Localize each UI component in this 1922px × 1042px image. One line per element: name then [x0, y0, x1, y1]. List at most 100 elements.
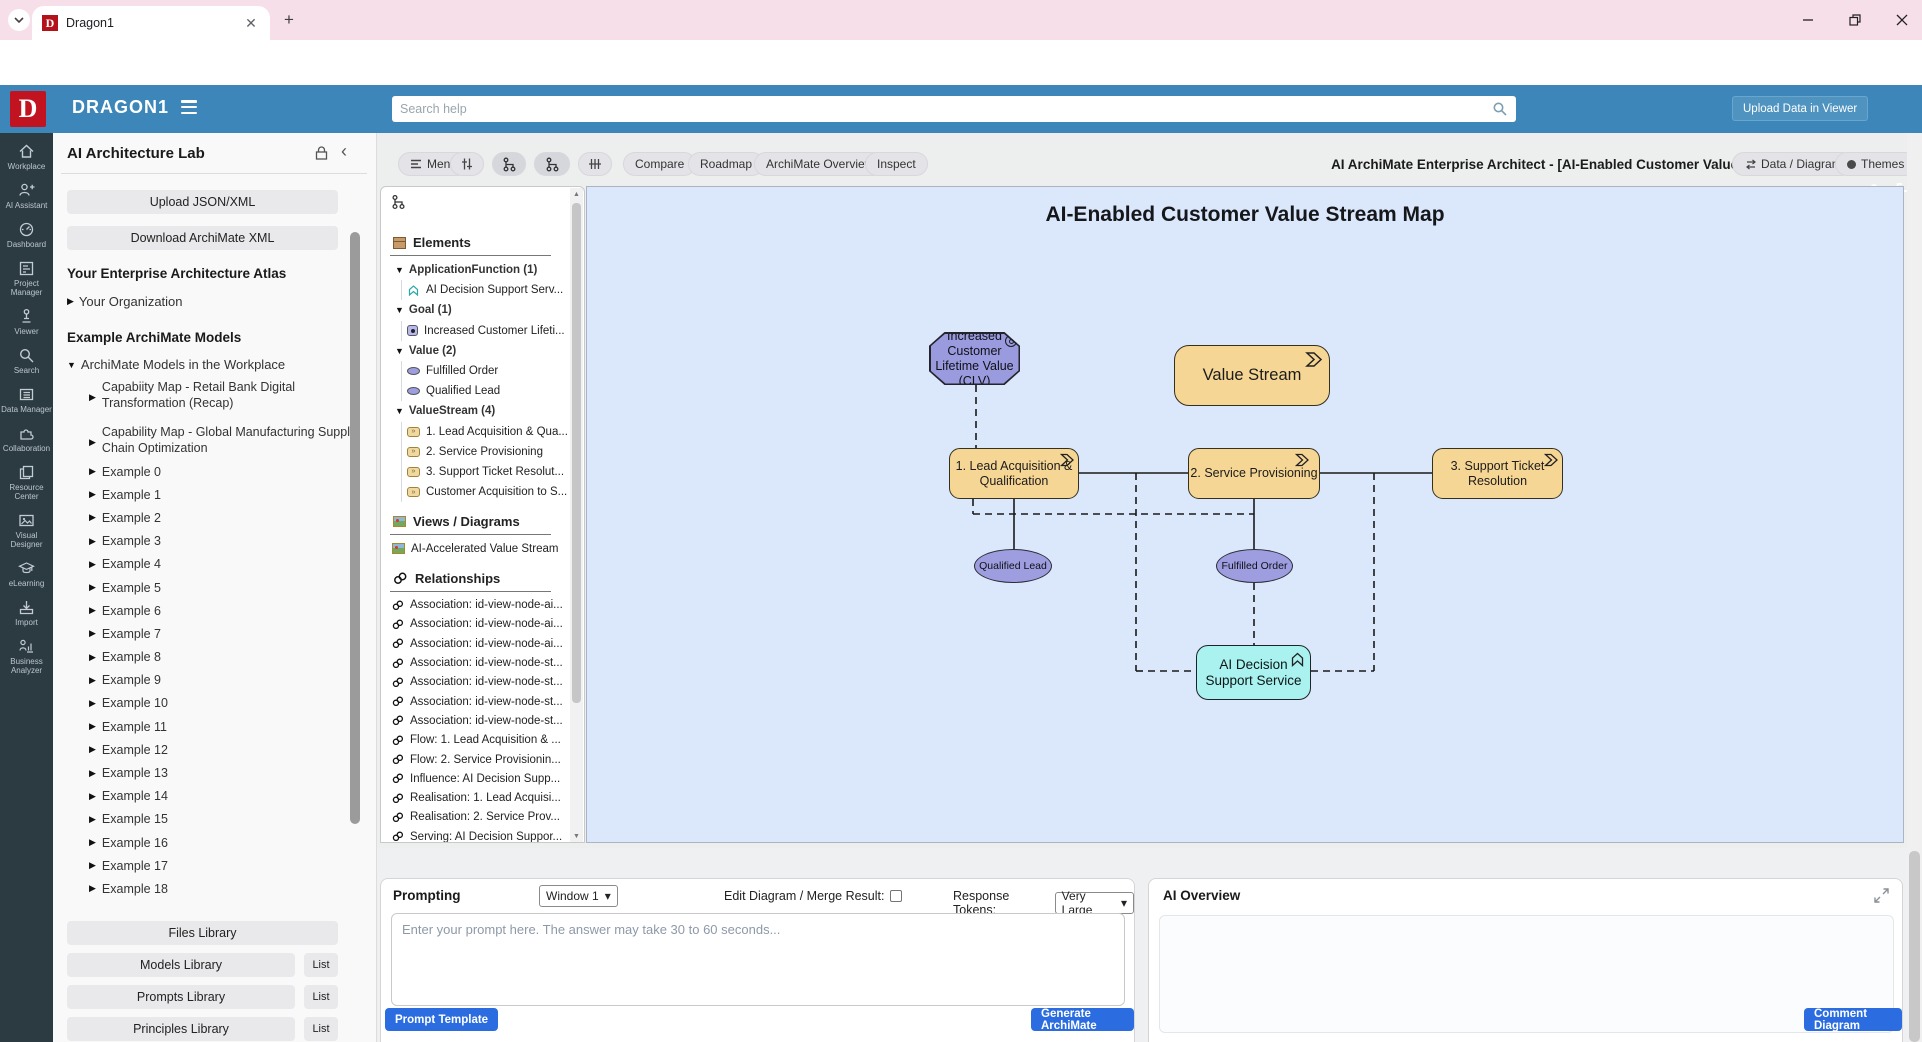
generate-archimate-button[interactable]: Generate ArchiMate: [1031, 1008, 1134, 1032]
example-model-item[interactable]: ▶Example 12: [89, 742, 168, 757]
relationship-item[interactable]: Association: id-view-node-st...: [381, 692, 573, 711]
vs1-node[interactable]: 1. Lead Acquisition & Qualification: [949, 448, 1079, 499]
help-search-input[interactable]: [400, 102, 1492, 116]
tree-item[interactable]: Increased Customer Lifeti...: [402, 321, 573, 341]
window-close-button[interactable]: [1890, 8, 1914, 32]
rail-item-workplace[interactable]: Workplace: [0, 143, 53, 171]
group-value[interactable]: ▼Value (2): [395, 344, 457, 357]
diagram-canvas[interactable]: AI-Enabled Customer Value Stream Map Inc…: [586, 186, 1904, 843]
lock-icon[interactable]: [315, 146, 328, 160]
explorer-tree-mode-icon[interactable]: [391, 194, 406, 210]
relationship-item[interactable]: Realisation: 2. Service Prov...: [381, 808, 573, 827]
capability-map-item[interactable]: ▶Capabiity Map - Retail Bank Digital Tra…: [89, 380, 296, 410]
window-restore-button[interactable]: [1843, 8, 1867, 32]
example-model-item[interactable]: ▶Example 9: [89, 673, 161, 688]
fulfilled-order-node[interactable]: Fulfilled Order: [1216, 549, 1293, 583]
data-diagram-toggle[interactable]: Data / Diagram: [1732, 152, 1854, 176]
rail-item-import[interactable]: Import: [0, 599, 53, 627]
page-scrollbar-thumb[interactable]: [1909, 851, 1920, 1042]
vs3-node[interactable]: 3. Support Ticket Resolution: [1432, 448, 1563, 499]
rail-item-elearning[interactable]: eLearning: [0, 560, 53, 588]
tree-item[interactable]: »1. Lead Acquisition & Qua...: [402, 422, 573, 442]
layout-tree-alt-button[interactable]: [534, 152, 570, 176]
models-list-button[interactable]: List: [304, 953, 338, 977]
tree-item[interactable]: AI Decision Support Serv...: [402, 280, 573, 300]
relationship-item[interactable]: Association: id-view-node-ai...: [381, 615, 573, 634]
explorer-scrollbar[interactable]: ▲ ▼: [570, 188, 583, 842]
your-organization-item[interactable]: ▶Your Organization: [67, 294, 183, 309]
tab-search-chevron-icon[interactable]: [8, 9, 30, 31]
group-valuestream[interactable]: ▼ValueStream (4): [395, 405, 496, 418]
example-model-item[interactable]: ▶Example 7: [89, 626, 161, 641]
rail-item-ai-assistant[interactable]: AI Assistant: [0, 182, 53, 210]
relationship-item[interactable]: Association: id-view-node-ai...: [381, 596, 573, 615]
scroll-down-icon[interactable]: ▼: [573, 833, 580, 840]
group-applicationfunction[interactable]: ▼ApplicationFunction (1): [395, 264, 538, 277]
example-model-item[interactable]: ▶Example 13: [89, 766, 168, 781]
prompts-library-button[interactable]: Prompts Library: [67, 985, 295, 1009]
group-goal[interactable]: ▼Goal (1): [395, 304, 452, 317]
example-model-item[interactable]: ▶Example 2: [89, 510, 161, 525]
collapse-triangle-icon[interactable]: ▼: [67, 359, 76, 370]
expand-panel-icon[interactable]: [1873, 887, 1890, 904]
tree-item[interactable]: Qualified Lead: [402, 381, 573, 401]
archimate-overview-button[interactable]: ArchiMate Overview: [754, 152, 886, 176]
window-select[interactable]: Window 1▾: [539, 885, 618, 907]
example-model-item[interactable]: ▶Example 16: [89, 835, 168, 850]
relationship-item[interactable]: Association: id-view-node-st...: [381, 653, 573, 672]
rail-item-collaboration[interactable]: Collaboration: [0, 425, 53, 453]
upload-data-in-viewer-button[interactable]: Upload Data in Viewer: [1732, 96, 1869, 121]
scrollbar-thumb[interactable]: [572, 203, 581, 703]
example-model-item[interactable]: ▶Example 15: [89, 812, 168, 827]
help-search[interactable]: [392, 96, 1516, 122]
download-archimate-xml-button[interactable]: Download ArchiMate XML: [67, 226, 338, 250]
example-model-item[interactable]: ▶Example 0: [89, 464, 161, 479]
principles-library-button[interactable]: Principles Library: [67, 1017, 295, 1041]
vs2-node[interactable]: 2. Service Provisioning: [1188, 448, 1320, 499]
tab-close-icon[interactable]: ✕: [245, 14, 257, 31]
rail-item-project-manager[interactable]: Project Manager: [0, 260, 53, 297]
tree-item[interactable]: »2. Service Provisioning: [402, 442, 573, 462]
scroll-up-icon[interactable]: ▲: [573, 191, 580, 198]
models-library-button[interactable]: Models Library: [67, 953, 295, 977]
workplace-group-item[interactable]: ▼ArchiMate Models in the Workplace: [67, 357, 286, 372]
rail-item-search[interactable]: Search: [0, 347, 53, 375]
themes-button[interactable]: Themes: [1835, 152, 1917, 176]
rail-item-data-manager[interactable]: Data Manager: [0, 386, 53, 414]
dragon1-logo[interactable]: D: [10, 91, 46, 127]
example-model-item[interactable]: ▶Example 6: [89, 603, 161, 618]
comment-diagram-button[interactable]: Comment Diagram: [1804, 1008, 1902, 1032]
relationship-item[interactable]: Flow: 1. Lead Acquisition & ...: [381, 731, 573, 750]
relationship-item[interactable]: Influence: AI Decision Supp...: [381, 769, 573, 788]
expand-triangle-icon[interactable]: ▶: [67, 296, 74, 306]
rail-item-dashboard[interactable]: Dashboard: [0, 221, 53, 249]
inspect-button[interactable]: Inspect: [865, 152, 928, 176]
value-stream-node[interactable]: Value Stream: [1174, 345, 1330, 406]
example-model-item[interactable]: ▶Example 8: [89, 650, 161, 665]
tree-item[interactable]: »Customer Acquisition to S...: [402, 482, 573, 502]
qualified-lead-node[interactable]: Qualified Lead: [974, 549, 1052, 583]
prompt-input[interactable]: [391, 913, 1125, 1006]
files-library-button[interactable]: Files Library: [67, 921, 338, 945]
search-icon[interactable]: [1492, 101, 1508, 117]
relationship-item[interactable]: Association: id-view-node-ai...: [381, 634, 573, 653]
goal-node[interactable]: Increased Customer Lifetime Value (CLV): [929, 332, 1020, 385]
edit-merge-checkbox[interactable]: [890, 890, 903, 902]
relationship-item[interactable]: Association: id-view-node-st...: [381, 673, 573, 692]
window-minimize-button[interactable]: [1796, 8, 1820, 32]
relationship-item[interactable]: Realisation: 1. Lead Acquisi...: [381, 789, 573, 808]
new-tab-button[interactable]: +: [284, 10, 294, 29]
roadmap-button[interactable]: Roadmap: [688, 152, 765, 176]
response-tokens-select[interactable]: Very Large▾: [1054, 889, 1134, 917]
example-model-item[interactable]: ▶Example 14: [89, 789, 168, 804]
example-model-item[interactable]: ▶Example 1: [89, 487, 161, 502]
example-model-item[interactable]: ▶Example 5: [89, 580, 161, 595]
example-model-item[interactable]: ▶Example 4: [89, 557, 161, 572]
relationship-item[interactable]: Serving: AI Decision Suppor...: [381, 827, 573, 842]
collapse-sidebar-icon[interactable]: ‹: [341, 141, 347, 161]
tree-item[interactable]: »3. Support Ticket Resolut...: [402, 462, 573, 482]
capability-map-item[interactable]: ▶Capability Map - Global Manufacturing S…: [89, 425, 357, 455]
rail-item-resource-center[interactable]: Resource Center: [0, 464, 53, 501]
rail-item-viewer[interactable]: Viewer: [0, 308, 53, 336]
example-model-item[interactable]: ▶Example 18: [89, 881, 168, 896]
